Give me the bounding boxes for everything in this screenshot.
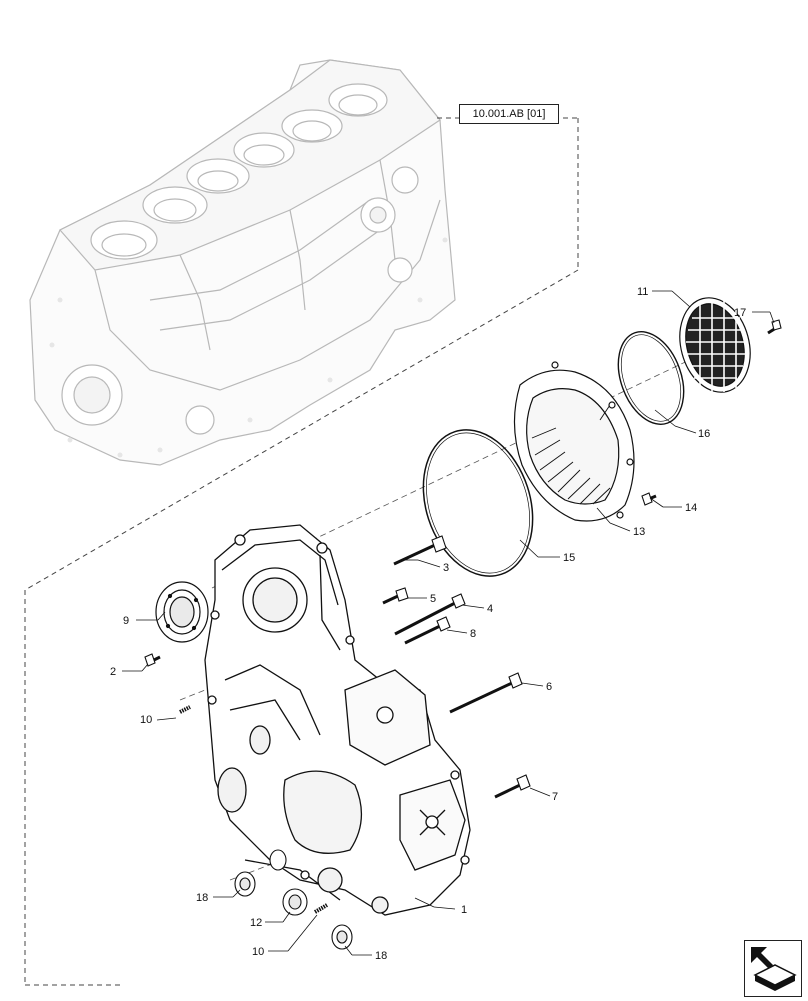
bolt-part-14 bbox=[641, 492, 657, 506]
grille-cover-part-11 bbox=[679, 297, 751, 393]
callout-18-lower: 18 bbox=[375, 950, 387, 962]
arrow-page-icon bbox=[751, 947, 797, 991]
crank-seal-part-9 bbox=[155, 581, 209, 643]
callout-16: 16 bbox=[698, 428, 710, 440]
callout-12: 12 bbox=[250, 917, 262, 929]
page-navigation-icon[interactable] bbox=[744, 940, 802, 997]
bolt-part-5 bbox=[382, 587, 409, 605]
bolt-part-8 bbox=[404, 616, 451, 645]
bolts bbox=[144, 319, 782, 914]
callout-4: 4 bbox=[487, 603, 493, 615]
callout-11: 11 bbox=[637, 286, 648, 298]
callout-5: 5 bbox=[430, 593, 436, 605]
leader-lines bbox=[122, 290, 775, 956]
bolt-part-7 bbox=[494, 774, 531, 799]
stud-part-10-lower bbox=[313, 903, 329, 914]
bolt-part-6 bbox=[449, 672, 523, 714]
fan-drive-housing-part-13 bbox=[513, 361, 635, 522]
o-ring-part-16 bbox=[617, 331, 685, 425]
callout-10-upper: 10 bbox=[140, 714, 152, 726]
callout-10-lower: 10 bbox=[252, 946, 264, 958]
callout-15: 15 bbox=[563, 552, 575, 564]
o-ring-part-15 bbox=[422, 429, 534, 577]
callout-labels: 1 2 3 4 5 6 7 8 9 10 10 11 12 13 14 15 1… bbox=[110, 286, 746, 962]
callout-1: 1 bbox=[461, 904, 467, 916]
callout-6: 6 bbox=[546, 681, 552, 693]
bolt-part-4 bbox=[394, 593, 466, 636]
timing-cover bbox=[204, 524, 471, 916]
bolt-part-2 bbox=[144, 653, 161, 667]
stud-part-10-upper bbox=[179, 705, 191, 714]
plugs bbox=[234, 849, 353, 950]
callout-3: 3 bbox=[443, 562, 449, 574]
bolt-part-3 bbox=[393, 535, 447, 566]
bolt-part-17 bbox=[767, 319, 782, 335]
callout-9: 9 bbox=[123, 615, 129, 627]
engine-block bbox=[29, 59, 456, 466]
callout-17: 17 bbox=[734, 307, 746, 319]
cross-reference-box[interactable]: 10.001.AB [01] bbox=[459, 104, 559, 124]
callout-7: 7 bbox=[552, 791, 558, 803]
callout-14: 14 bbox=[685, 502, 697, 514]
callout-18-upper: 18 bbox=[196, 892, 208, 904]
plug-part-12 bbox=[282, 888, 308, 916]
callout-13: 13 bbox=[633, 526, 645, 538]
callout-2: 2 bbox=[110, 666, 116, 678]
callout-8: 8 bbox=[470, 628, 476, 640]
plug-part-18-lower bbox=[331, 924, 353, 950]
